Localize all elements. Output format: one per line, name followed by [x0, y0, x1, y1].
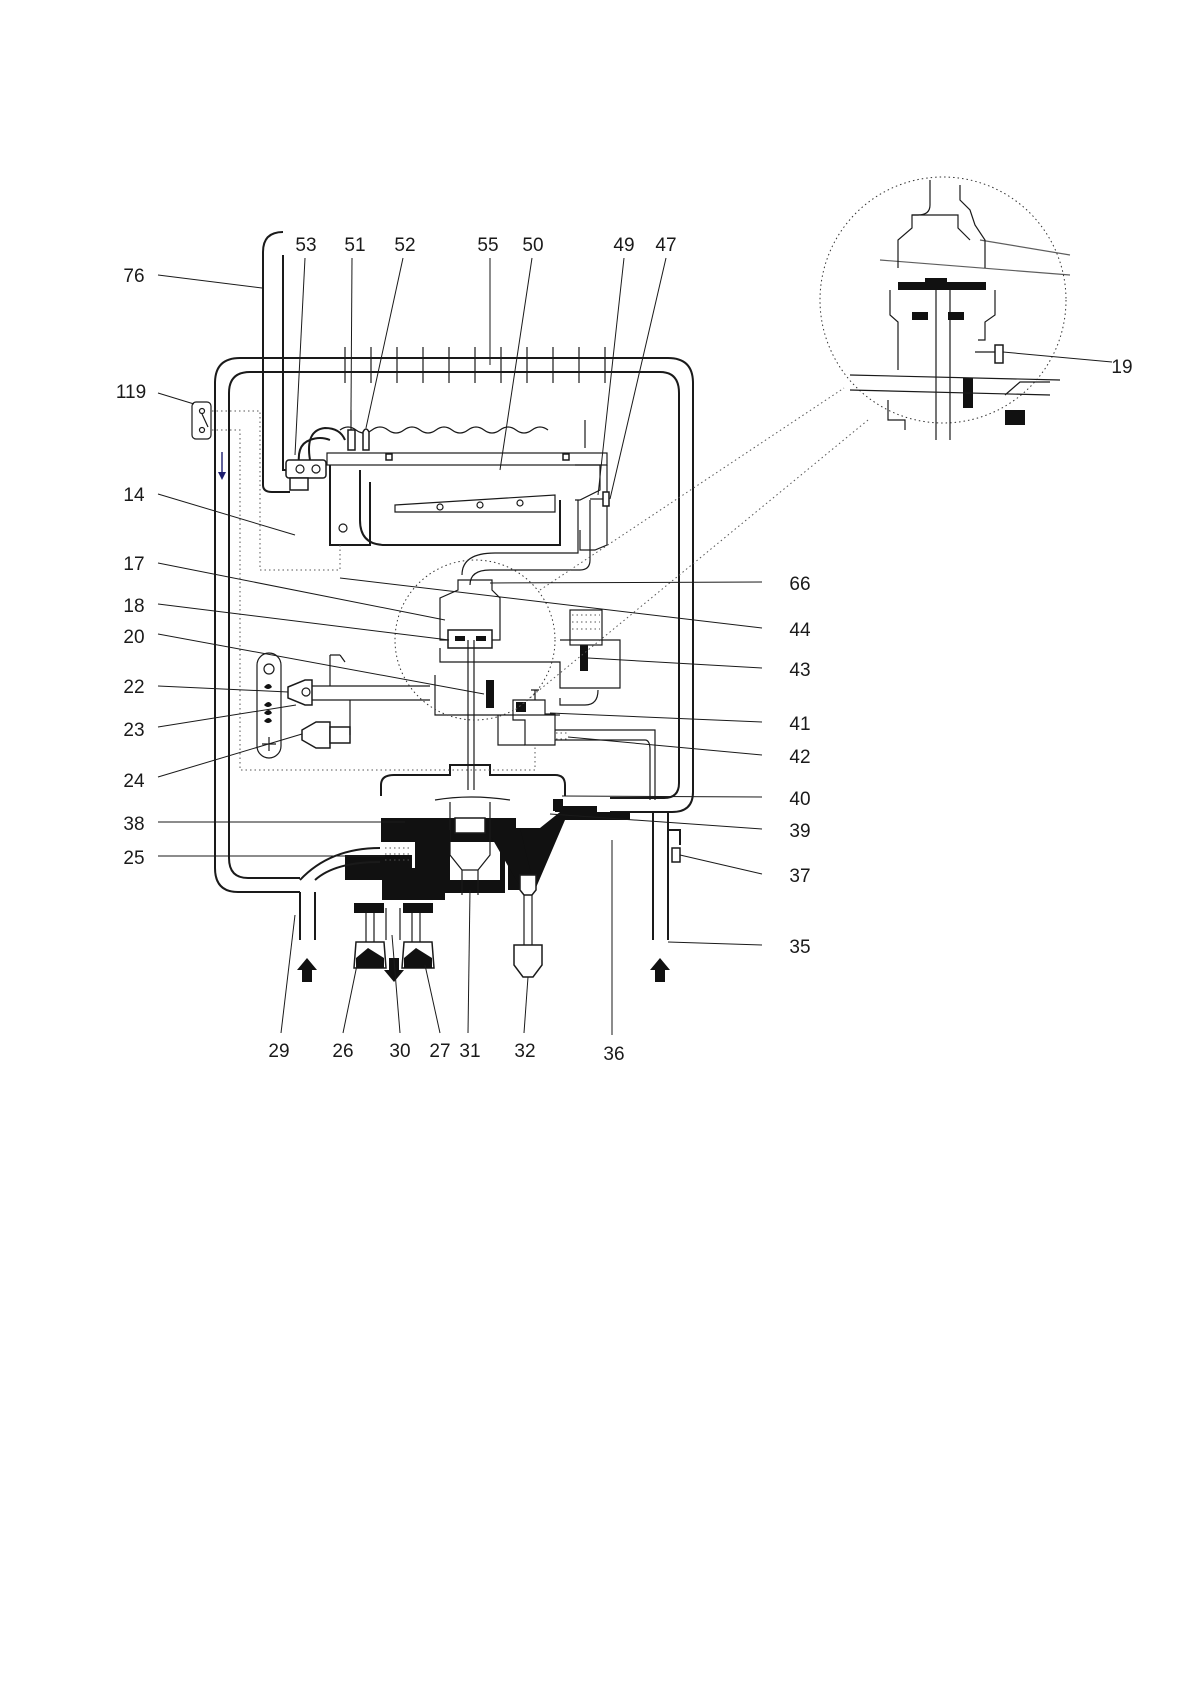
label-37: 37 [789, 866, 810, 887]
label-30: 30 [389, 1041, 410, 1062]
flue-pipe [263, 232, 292, 492]
label-52: 52 [394, 235, 415, 256]
label-51: 51 [344, 235, 365, 256]
part-labels: 76 53 51 52 55 50 49 47 19 119 14 17 18 … [116, 235, 1133, 1065]
label-23: 23 [123, 720, 144, 741]
label-55: 55 [477, 235, 498, 256]
label-66: 66 [789, 574, 810, 595]
electrodes [286, 410, 369, 490]
label-36: 36 [603, 1044, 624, 1065]
flow-arrows [218, 452, 670, 982]
label-44: 44 [789, 620, 811, 641]
label-27: 27 [429, 1041, 450, 1062]
water-valve [498, 690, 655, 800]
label-18: 18 [123, 596, 144, 617]
label-29: 29 [268, 1041, 289, 1062]
label-42: 42 [789, 747, 810, 768]
leader-lines [158, 258, 1112, 1035]
label-119: 119 [116, 382, 146, 403]
label-32: 32 [514, 1041, 535, 1062]
label-38: 38 [123, 814, 144, 835]
label-53: 53 [295, 235, 316, 256]
water-section [345, 765, 630, 900]
label-50: 50 [522, 235, 543, 256]
label-76: 76 [123, 266, 144, 287]
label-39: 39 [789, 821, 810, 842]
label-24: 24 [123, 771, 145, 792]
burner-assembly [327, 453, 609, 550]
label-40: 40 [789, 789, 810, 810]
detail-magnifier [395, 177, 1070, 720]
label-31: 31 [459, 1041, 480, 1062]
label-43: 43 [789, 660, 810, 681]
heat-exchanger-fins [340, 347, 605, 448]
label-47: 47 [655, 235, 676, 256]
label-22: 22 [123, 677, 144, 698]
appliance-casing [215, 358, 693, 892]
label-41: 41 [789, 714, 810, 735]
control-knob [514, 875, 542, 977]
gas-valve [435, 580, 620, 790]
label-14: 14 [123, 485, 145, 506]
label-49: 49 [613, 235, 634, 256]
label-35: 35 [789, 937, 810, 958]
label-26: 26 [332, 1041, 353, 1062]
label-25: 25 [123, 848, 144, 869]
label-17: 17 [123, 554, 144, 575]
gas-tube [462, 500, 590, 585]
label-20: 20 [123, 627, 144, 648]
label-19: 19 [1111, 357, 1132, 378]
